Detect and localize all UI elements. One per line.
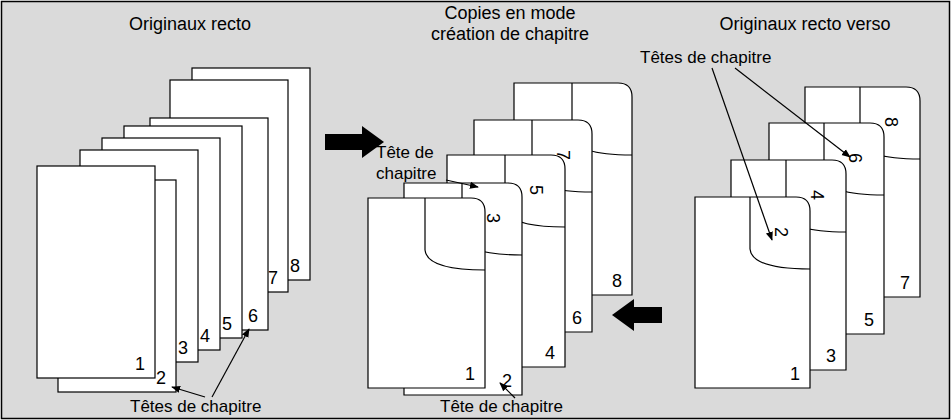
page-number: 8 [290, 256, 300, 277]
page-number: 4 [200, 326, 210, 347]
group-title: Copies en mode création de chapitre [420, 3, 600, 45]
page-number: 3 [178, 338, 188, 359]
page-number: 5 [222, 314, 232, 335]
page-number: 1 [465, 364, 475, 385]
copy-group: Copies en mode création de chapitre [384, 2, 612, 412]
callout-label: Tête de chapitre [376, 142, 456, 184]
chapter-copies [368, 83, 632, 395]
page-number: 1 [135, 354, 145, 375]
page-number: 6 [248, 306, 258, 327]
page-number: 1 [790, 364, 800, 385]
simplex-originals [37, 68, 310, 392]
page-number: 8 [880, 117, 901, 127]
page-number: 6 [844, 153, 865, 163]
page-number: 4 [545, 343, 555, 364]
page-number: 2 [502, 371, 512, 392]
page-number: 7 [900, 273, 910, 294]
page-number: 7 [552, 150, 573, 160]
callout-label: Têtes de chapitre [640, 47, 771, 68]
page-number: 4 [806, 190, 827, 200]
flow-arrow [612, 299, 662, 331]
callout-label: Tête de chapitre [440, 396, 563, 417]
page-number: 6 [572, 308, 582, 329]
page-number: 5 [525, 185, 546, 195]
page-number: 2 [156, 368, 166, 389]
copy-group: Originaux recto [30, 4, 325, 412]
page-number: 7 [268, 268, 278, 289]
callout-label: Têtes de chapitre [130, 396, 261, 417]
page-number: 5 [864, 310, 874, 331]
flow-arrow [325, 126, 384, 158]
page-number: 3 [826, 346, 836, 367]
leader-lines [172, 68, 850, 398]
page-number: 8 [612, 271, 622, 292]
duplex-originals [695, 87, 920, 388]
page-number: 2 [770, 227, 791, 237]
group-title: Originaux recto verso [680, 14, 930, 35]
group-title: Originaux recto [60, 14, 320, 35]
page-number: 3 [482, 213, 503, 223]
